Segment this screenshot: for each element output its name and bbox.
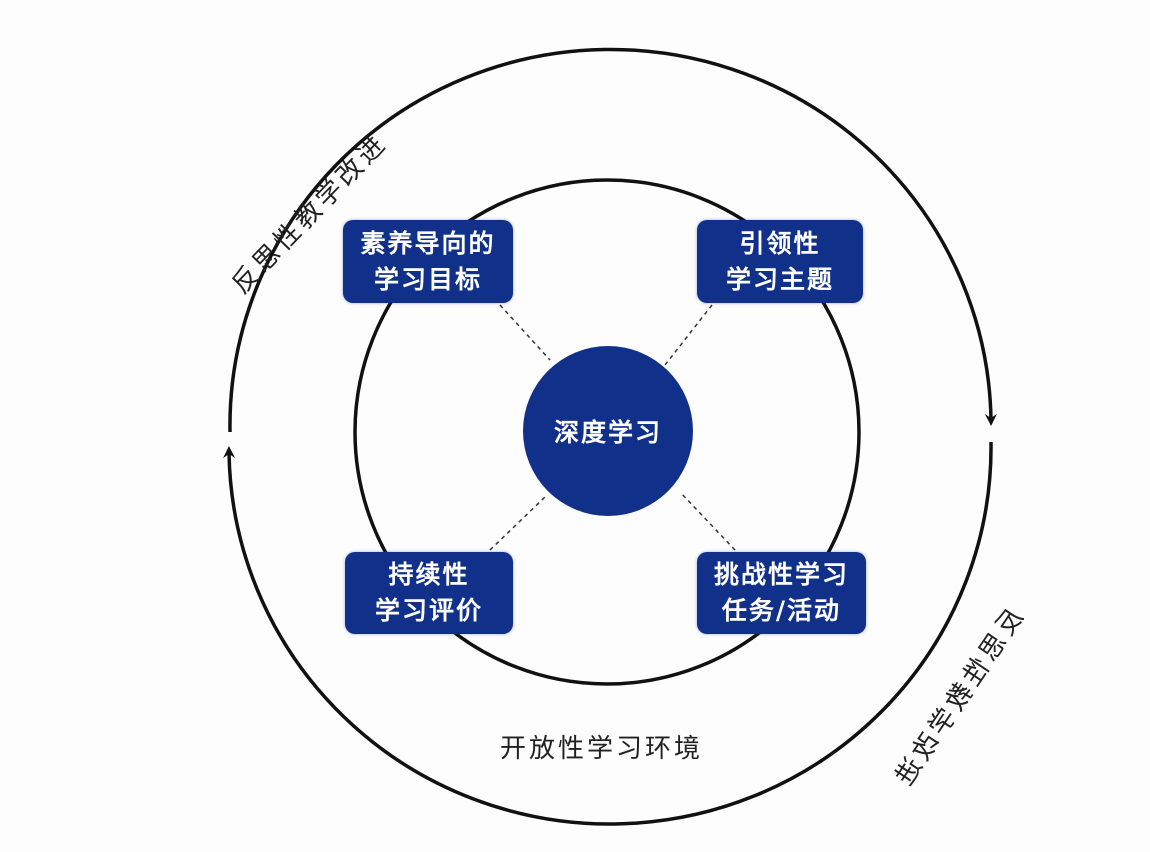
center-label: 深度学习: [553, 418, 662, 447]
box-line: 挑战性学习: [713, 560, 849, 589]
environment-label: 开放性学习环境: [500, 734, 704, 764]
box-challenging-tasks: 挑战性学习 任务/活动: [697, 552, 866, 634]
box-line: 持续性: [388, 560, 470, 589]
box-continuous-evaluation: 持续性 学习评价: [345, 552, 513, 634]
center-circle: [523, 346, 693, 516]
outer-arc-bottom: [223, 441, 993, 826]
box-literacy-goals: 素养导向的 学习目标: [343, 220, 513, 303]
box-line: 任务/活动: [721, 596, 842, 625]
box-line: 学习目标: [373, 264, 482, 294]
box-line: 学习主题: [725, 264, 834, 294]
box-line: 学习评价: [374, 596, 483, 625]
box-leading-theme: 引领性 学习主题: [697, 220, 863, 303]
connector-lines: [489, 304, 736, 551]
box-line: 引领性: [739, 228, 821, 258]
inner-circle: [353, 178, 861, 686]
box-line: 素养导向的: [360, 228, 496, 258]
outer-arc-top: [228, 47, 997, 433]
